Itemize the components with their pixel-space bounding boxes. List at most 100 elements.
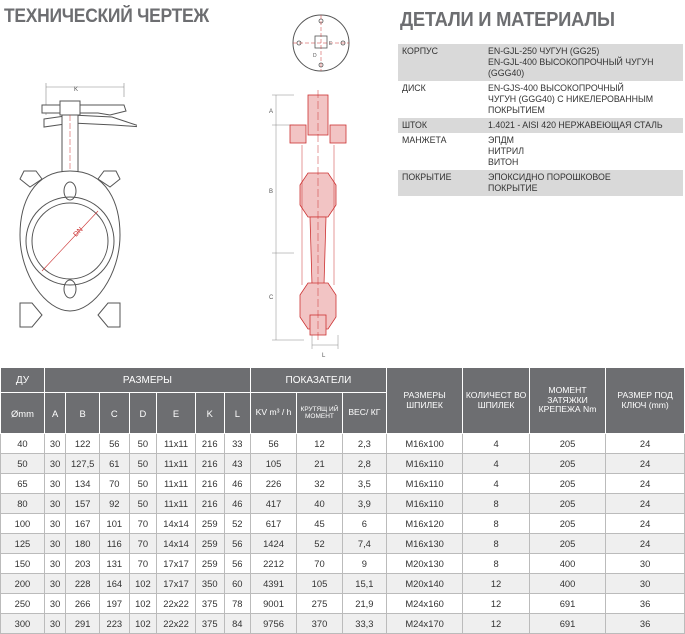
material-spec-line: 1.4021 - AISI 420 НЕРЖАВЕЮЩАЯ СТАЛЬ: [488, 120, 663, 130]
dim-k-label: K: [74, 87, 78, 93]
table-cell: 216: [194, 453, 225, 474]
table-cell: 157: [65, 493, 101, 514]
table-cell: 52: [296, 533, 343, 554]
material-spec-line: (GGG40): [488, 68, 525, 78]
table-cell: 50: [0, 453, 45, 474]
table-cell: 417: [250, 493, 297, 514]
table-cell: 205: [528, 493, 607, 514]
table-cell: 45: [296, 513, 343, 534]
table-cell: 60: [223, 573, 252, 594]
table-cell: 9: [341, 553, 387, 574]
table-cell: 70: [296, 553, 343, 574]
table-cell: M20x140: [385, 573, 464, 594]
table-cell: 46: [223, 473, 252, 494]
table-cell: 105: [296, 573, 343, 594]
table-cell: 24: [605, 513, 685, 534]
table-cell: 116: [99, 533, 130, 554]
table-cell: 11x11: [156, 433, 196, 454]
material-spec-line: ЭПДМ: [488, 135, 514, 145]
table-cell: 691: [528, 613, 607, 634]
table-cell: 250: [0, 593, 45, 614]
table-cell: 300: [0, 613, 45, 634]
material-spec-line: ПОКРЫТИЕМ: [488, 105, 545, 115]
table-cell: 105: [250, 453, 297, 474]
table-cell: 1424: [250, 533, 297, 554]
table-cell: 370: [296, 613, 343, 634]
table-cell: 203: [65, 553, 101, 574]
table-cell: 125: [0, 533, 45, 554]
table-cell: 400: [528, 553, 607, 574]
material-part: ДИСК: [402, 83, 426, 93]
dim-l-label: L: [322, 353, 326, 359]
table-cell: 24: [605, 493, 685, 514]
header-torque-moment: КРУТЯЩ ИЙ МОМЕНТ: [296, 392, 343, 434]
table-cell: 33: [223, 433, 252, 454]
table-cell: 228: [65, 573, 101, 594]
table-cell: 24: [605, 433, 685, 454]
dim-c-label: C: [269, 295, 274, 301]
valve-front-drawing: K DN: [19, 83, 137, 328]
table-cell: 122: [65, 433, 101, 454]
table-cell: 11x11: [156, 473, 196, 494]
table-cell: 36: [605, 593, 685, 614]
table-cell: 2,8: [341, 453, 387, 474]
drawing-title: ТЕХНИЧЕСКИЙ ЧЕРТЕЖ: [4, 6, 209, 27]
table-cell: 102: [128, 593, 158, 614]
header-studs: РАЗМЕРЫ ШПИЛЕК: [385, 367, 464, 434]
table-cell: 275: [296, 593, 343, 614]
table-cell: 4: [462, 453, 530, 474]
table-cell: 12: [462, 613, 530, 634]
table-cell: 150: [0, 553, 45, 574]
table-cell: 24: [605, 473, 685, 494]
dim-a-label: A: [269, 109, 273, 115]
material-spec-line: НИТРИЛ: [488, 146, 525, 156]
header-du: ДУ: [0, 367, 45, 393]
table-cell: 205: [528, 433, 607, 454]
table-cell: 3,9: [341, 493, 387, 514]
header-weight: ВЕС/ КГ: [341, 392, 387, 434]
table-cell: 50: [128, 473, 158, 494]
table-cell: 22x22: [156, 593, 196, 614]
dim-b-label: B: [269, 189, 273, 195]
materials-title: ДЕТАЛИ И МАТЕРИАЛЫ: [400, 9, 615, 31]
table-cell: 70: [128, 513, 158, 534]
table-cell: 78: [223, 593, 252, 614]
table-cell: 400: [528, 573, 607, 594]
table-cell: 375: [194, 613, 225, 634]
table-cell: 30: [43, 433, 67, 454]
table-cell: 17x17: [156, 573, 196, 594]
table-cell: 52: [223, 513, 252, 534]
material-spec-line: ЭПОКСИДНО ПОРОШКОВОЕ: [488, 172, 611, 182]
header-count: КОЛИЧЕСТ ВО ШПИЛЕК: [462, 367, 530, 434]
material-spec: EN-GJL-250 ЧУГУН (GG25)EN-GJL-400 ВЫСОКО…: [484, 44, 683, 81]
table-cell: 80: [0, 493, 45, 514]
table-cell: 36: [605, 613, 685, 634]
table-cell: 9756: [250, 613, 297, 634]
table-cell: M24x170: [385, 613, 464, 634]
table-cell: 259: [194, 513, 225, 534]
table-cell: 205: [528, 533, 607, 554]
table-cell: 134: [65, 473, 101, 494]
specifications-table: ДУ РАЗМЕРЫ ПОКАЗАТЕЛИ РАЗМЕРЫ ШПИЛЕК КОЛ…: [0, 367, 685, 634]
table-cell: 3,5: [341, 473, 387, 494]
table-cell: 70: [128, 553, 158, 574]
table-cell: 259: [194, 553, 225, 574]
table-cell: 92: [99, 493, 130, 514]
table-cell: M24x160: [385, 593, 464, 614]
header-wrench: РАЗМЕР ПОД КЛЮЧ (mm): [605, 367, 685, 434]
material-spec-line: ЧУГУН (GGG40) С НИКЕЛЕРОВАННЫМ: [488, 94, 654, 104]
table-cell: 131: [99, 553, 130, 574]
table-cell: 22x22: [156, 613, 196, 634]
table-cell: 30: [605, 553, 685, 574]
table-cell: M16x110: [385, 453, 464, 474]
table-cell: 9001: [250, 593, 297, 614]
